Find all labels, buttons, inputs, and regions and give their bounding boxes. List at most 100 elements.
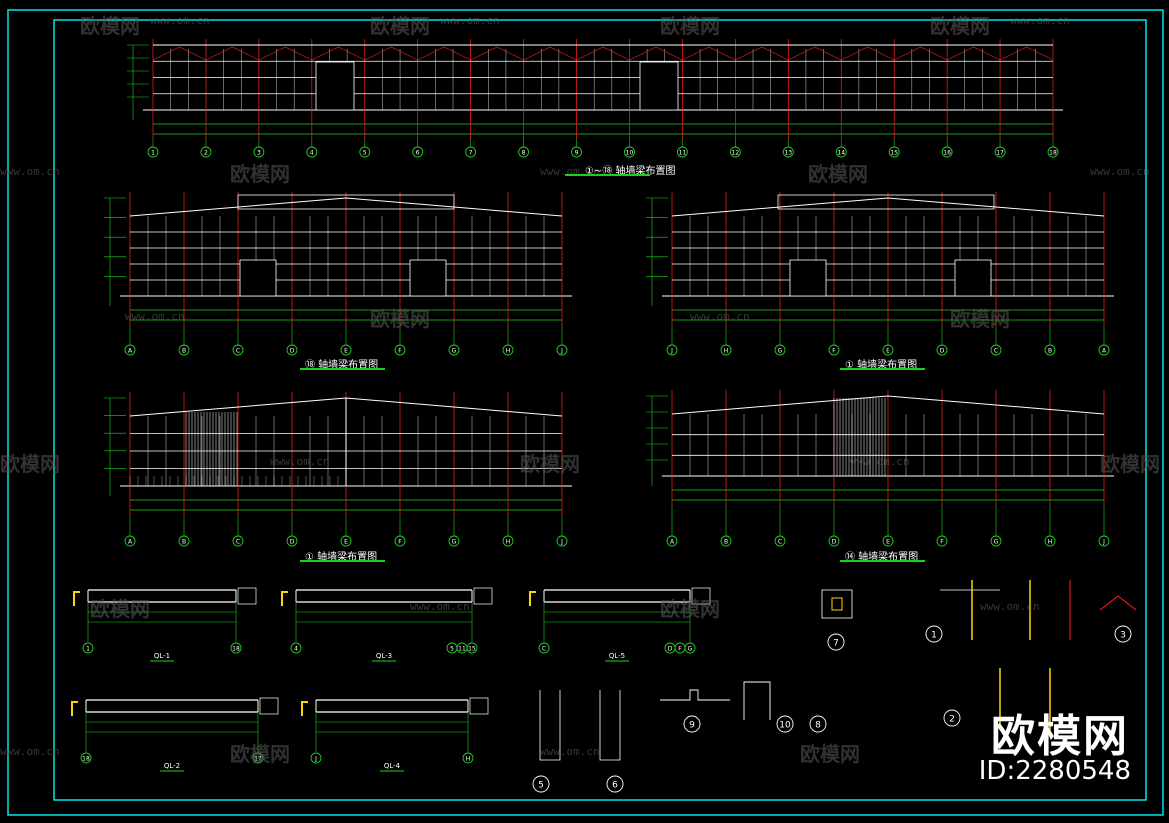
axis-bubble xyxy=(465,146,477,158)
axis-label: 1 xyxy=(86,646,90,653)
title-underline xyxy=(565,174,650,176)
axis-bubble xyxy=(290,642,302,654)
detail-number: 5 xyxy=(538,781,544,791)
axis-bubble xyxy=(502,535,514,547)
axis-label: B xyxy=(1048,348,1052,355)
drawing-title: ①~⑱ 轴墙梁布置图 xyxy=(585,166,676,177)
axis-label: C xyxy=(778,539,782,546)
axis-label: 7 xyxy=(469,150,473,157)
axis-label: 15 xyxy=(890,150,898,157)
axis-bubble xyxy=(1098,344,1110,356)
axis-label: 10 xyxy=(626,150,634,157)
axis-bubble xyxy=(936,344,948,356)
axis-bubble xyxy=(124,535,136,547)
axis-bubble xyxy=(412,146,424,158)
beam-label: QL-5 xyxy=(609,652,625,660)
axis-label: J xyxy=(314,756,317,763)
axis-bubble xyxy=(232,344,244,356)
truss-chord xyxy=(523,46,577,61)
axis-label: C xyxy=(236,539,240,546)
watermark-brand: 欧模网 xyxy=(0,452,60,476)
detail-section xyxy=(831,597,843,611)
axis-bubble xyxy=(571,146,582,158)
axis-bubble xyxy=(82,642,94,654)
detail-marker xyxy=(683,715,701,733)
axis-bubble xyxy=(1044,535,1056,547)
axis-label: 5 xyxy=(363,150,367,157)
axis-label: 8 xyxy=(522,150,526,157)
watermark-brand: 欧模网 xyxy=(90,597,150,621)
axis-bubble xyxy=(359,146,371,158)
axis-bubble xyxy=(462,752,474,764)
watermark-site: www.om.cn xyxy=(150,14,210,27)
watermark-site: www.om.cn xyxy=(540,745,600,758)
axis-label: D xyxy=(290,348,295,355)
axis-bubble xyxy=(882,535,894,547)
drawing-title: ① 轴墙梁布置图 xyxy=(305,552,378,563)
axis-label: G xyxy=(452,539,457,546)
axis-label: 9 xyxy=(575,150,579,157)
watermark-brand: 欧模网 xyxy=(1100,452,1160,476)
drawing-title: ⑭ 轴墙梁布置图 xyxy=(845,552,919,563)
detail-sketch xyxy=(743,681,771,720)
detail-number: 3 xyxy=(1120,631,1126,641)
axis-label: H xyxy=(506,348,511,355)
truss-chord xyxy=(682,46,736,61)
axis-bubble xyxy=(310,752,322,764)
axis-label: 18 xyxy=(82,756,90,763)
axis-bubble xyxy=(1047,146,1059,158)
axis-label: 11 xyxy=(458,646,466,653)
axis-bubble xyxy=(518,146,530,158)
axis-label: 14 xyxy=(837,150,845,157)
axis-bubble xyxy=(286,535,298,547)
watermark-brand: 欧模网 xyxy=(800,742,860,766)
axis-bubble xyxy=(1098,535,1110,547)
axis-bubble xyxy=(828,344,840,356)
axis-bubble xyxy=(394,344,406,356)
axis-label: G xyxy=(452,348,457,355)
truss-chord xyxy=(629,46,683,61)
axis-label: G xyxy=(688,646,693,653)
axis-label: F xyxy=(678,646,682,653)
axis-bubble xyxy=(1044,344,1056,356)
truss-chord xyxy=(894,46,948,61)
axis-label: D xyxy=(832,539,837,546)
axis-bubble xyxy=(178,535,190,547)
axis-bubble xyxy=(990,535,1002,547)
axis-bubble xyxy=(230,642,242,654)
detail-section xyxy=(821,589,853,619)
axis-label: 17 xyxy=(996,150,1004,157)
watermark-site: www.om.cn xyxy=(270,455,330,468)
door-opening xyxy=(639,61,679,111)
axis-bubble xyxy=(340,344,352,356)
title-underline xyxy=(300,368,385,370)
truss-chord xyxy=(788,46,842,61)
axis-bubble xyxy=(888,146,900,158)
truss-chord xyxy=(258,46,312,61)
axis-bubble xyxy=(252,752,264,764)
detail-marker xyxy=(1114,625,1132,643)
title-underline xyxy=(300,560,385,562)
axis-label: 6 xyxy=(416,150,420,157)
end-plate xyxy=(259,697,279,715)
axis-label: 15 xyxy=(468,646,476,653)
axis-label: 12 xyxy=(732,150,740,157)
axis-label: H xyxy=(724,348,729,355)
axis-label: D xyxy=(668,646,673,653)
watermark-site: www.om.cn xyxy=(0,745,60,758)
watermark-site: www.om.cn xyxy=(690,310,750,323)
axis-bubble xyxy=(253,146,265,158)
bracket-symbol xyxy=(281,591,288,606)
roof-line xyxy=(671,197,1105,217)
title-underline xyxy=(840,560,925,562)
axis-label: 11 xyxy=(679,150,687,157)
truss-chord xyxy=(364,46,418,61)
detail-sketch xyxy=(1099,595,1137,611)
watermark-site: www.om.cn xyxy=(850,455,910,468)
axis-label: J xyxy=(670,348,673,355)
model-id: ID:2280548 xyxy=(978,756,1131,786)
axis-bubble xyxy=(448,344,460,356)
axis-label: C xyxy=(994,348,998,355)
axis-bubble xyxy=(448,535,460,547)
